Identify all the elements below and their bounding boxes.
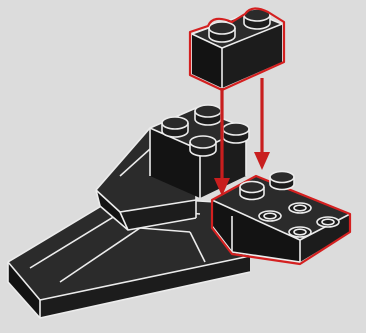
stud	[162, 117, 188, 137]
stud	[195, 105, 221, 125]
hollow-stud	[259, 211, 281, 221]
brick-1x2	[190, 8, 284, 90]
stud	[270, 172, 294, 190]
stud	[190, 136, 216, 156]
hollow-stud	[317, 217, 339, 227]
hollow-stud	[289, 227, 311, 237]
hollow-stud	[289, 203, 311, 213]
stud	[223, 123, 249, 143]
stud	[209, 22, 235, 42]
inverted-slope-brick	[212, 172, 350, 265]
arrow-down	[254, 78, 270, 170]
stud	[240, 182, 264, 200]
